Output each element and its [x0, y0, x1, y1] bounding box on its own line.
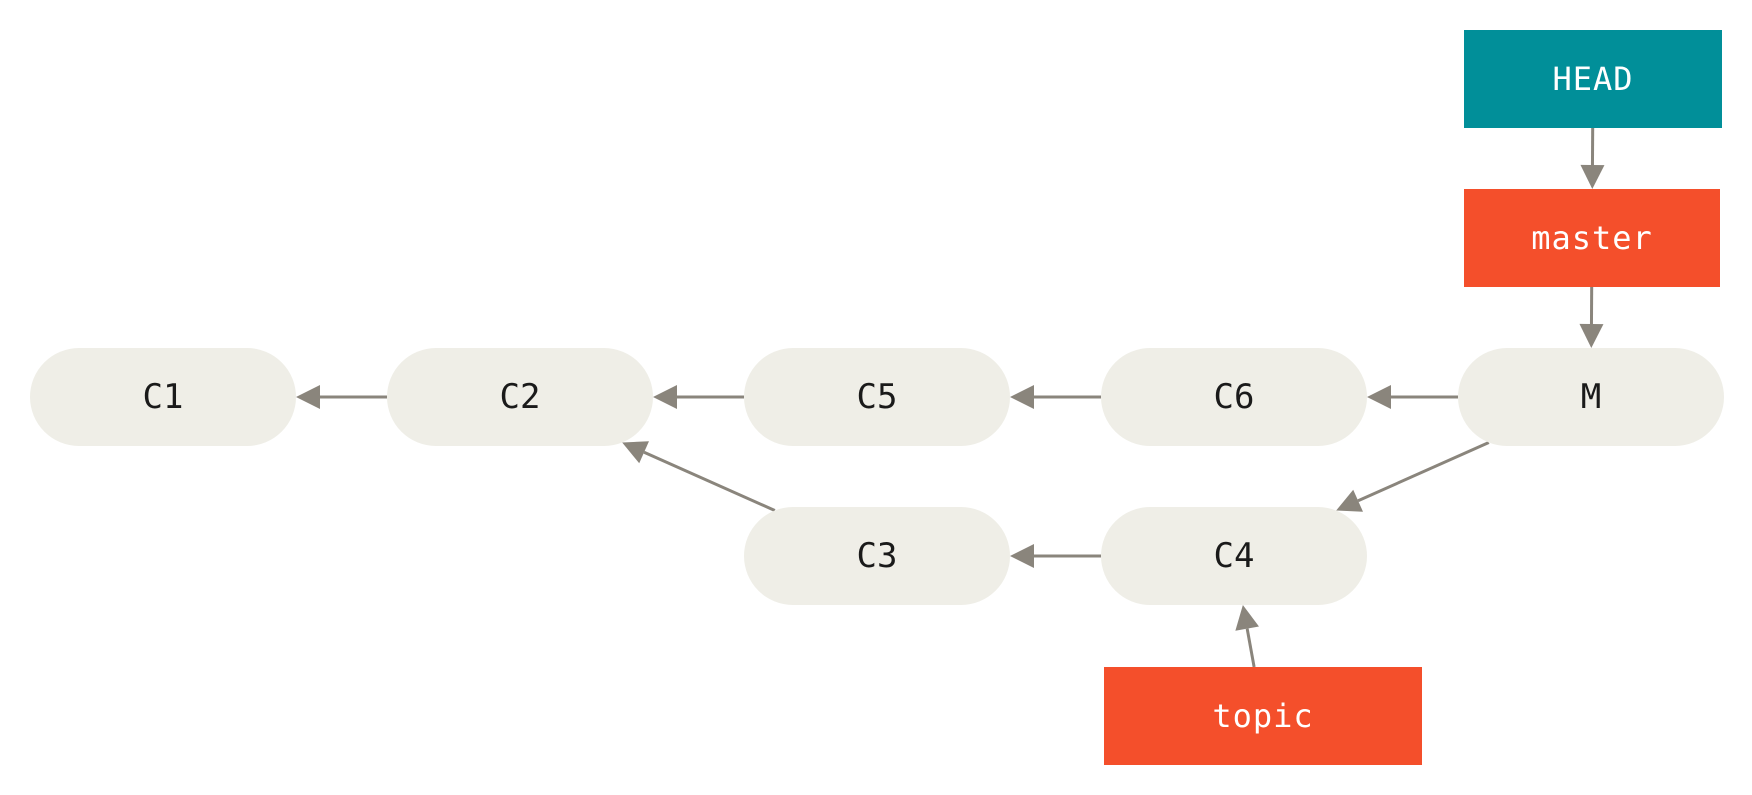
edge-arrowhead-m-to-c6 [1367, 385, 1391, 409]
edge-arrowhead-c2-to-c1 [296, 385, 320, 409]
commit-c2: C2 [387, 348, 653, 446]
commit-c6: C6 [1101, 348, 1367, 446]
commit-c3: C3 [744, 507, 1010, 605]
edge-line-m-to-c4 [1357, 441, 1490, 503]
branch-master: master [1464, 189, 1720, 287]
branch-topic: topic [1104, 667, 1422, 765]
edge-arrowhead-master-to-m [1579, 323, 1604, 348]
edge-arrowhead-c3-to-c2 [622, 441, 649, 464]
edge-arrowhead-head-to-master [1580, 164, 1605, 189]
commit-c4: C4 [1101, 507, 1367, 605]
edge-line-c3-to-c2 [643, 450, 776, 512]
edge-arrowhead-c5-to-c2 [653, 385, 677, 409]
edge-arrowhead-m-to-c4 [1336, 489, 1363, 512]
head-pointer: HEAD [1464, 30, 1722, 128]
commit-m: M [1458, 348, 1724, 446]
edge-arrowhead-c4-to-c3 [1010, 544, 1034, 568]
commit-c1: C1 [30, 348, 296, 446]
edge-arrowhead-topic-to-c4 [1235, 605, 1259, 631]
edge-line-topic-to-c4 [1245, 628, 1256, 668]
edge-arrowhead-c6-to-c5 [1010, 385, 1034, 409]
commit-c5: C5 [744, 348, 1010, 446]
